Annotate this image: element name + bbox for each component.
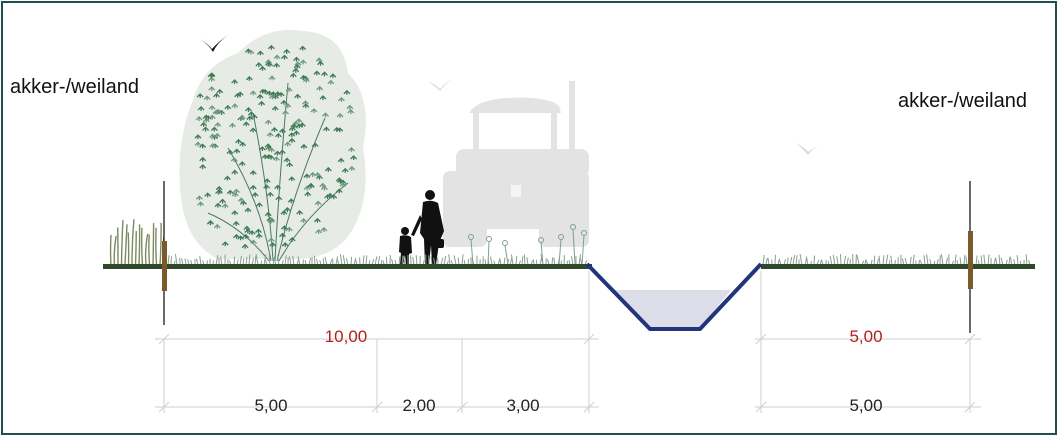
cross-section-svg: akker-/weiland akker-/weiland	[10, 29, 1035, 415]
dimension-total-left: 10,00	[325, 327, 368, 346]
bird-icon	[428, 79, 452, 91]
bird-icon	[200, 35, 228, 52]
ground-line-left	[103, 264, 592, 269]
dimension-lines	[155, 271, 981, 413]
ditch-profile	[585, 262, 763, 331]
dimension-part-2: 2,00	[402, 396, 435, 415]
post-icon	[162, 181, 167, 325]
post-icon	[968, 181, 973, 333]
dimension-part-right: 5,00	[849, 396, 882, 415]
dimension-part-3: 3,00	[506, 396, 539, 415]
tractor-icon	[443, 81, 589, 247]
right-land-use-label: akker-/weiland	[898, 90, 1027, 112]
ground-line-right	[761, 264, 1035, 269]
dimension-total-right: 5,00	[849, 327, 882, 346]
people-icon	[399, 190, 444, 265]
tree-icon	[179, 29, 366, 262]
bird-icon	[796, 143, 820, 155]
left-land-use-label: akker-/weiland	[10, 76, 139, 98]
reeds-icon	[109, 219, 165, 266]
dimension-part-1: 5,00	[254, 396, 287, 415]
